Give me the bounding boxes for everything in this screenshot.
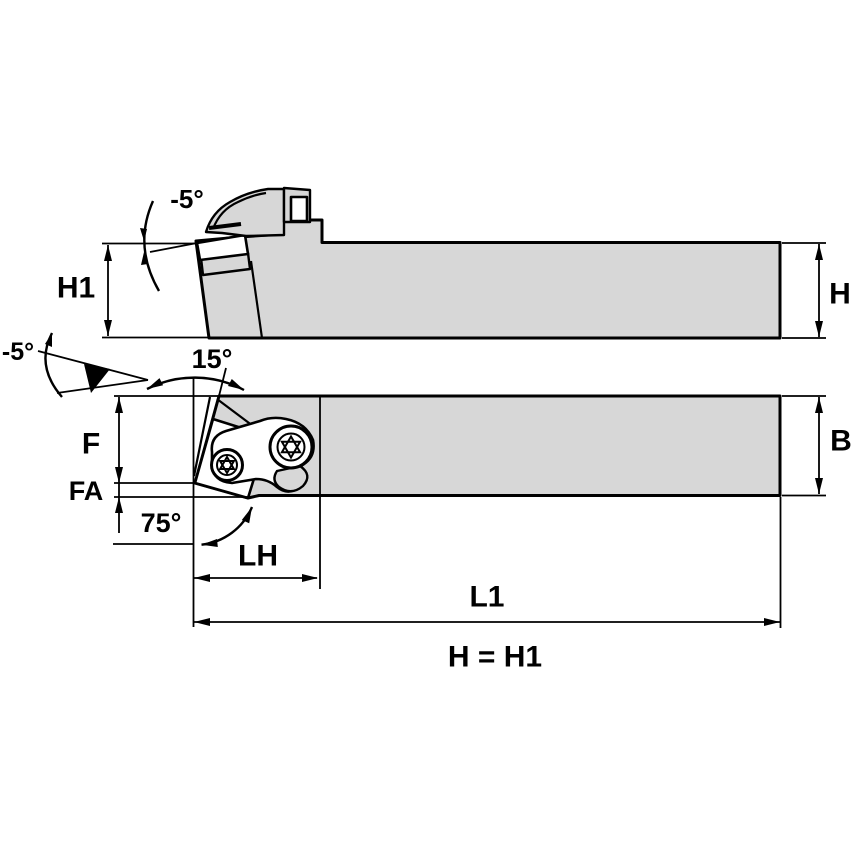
arrowhead xyxy=(45,333,52,347)
dim-f-fa: F FA xyxy=(69,395,252,533)
arrowhead xyxy=(104,320,112,336)
side-rake-line-lower xyxy=(56,379,149,394)
dim-b: B xyxy=(782,395,852,497)
h1-label: H1 xyxy=(57,272,95,305)
arrowhead xyxy=(140,228,147,241)
insert-screw-icon xyxy=(210,448,244,482)
lead-angle-label: 75° xyxy=(141,508,182,538)
angle-lead: 75° xyxy=(113,506,254,547)
arrowhead xyxy=(115,497,123,513)
lh-label: LH xyxy=(238,540,278,573)
side-rake-wedge xyxy=(84,364,110,393)
dim-h: H xyxy=(782,242,851,339)
side-view-clamp-detail-line xyxy=(211,191,267,230)
side-view-insert xyxy=(195,233,250,262)
dim-l1: L1 xyxy=(194,497,782,628)
l1-label: L1 xyxy=(469,581,504,614)
shear-angle-label: 15° xyxy=(192,344,233,374)
angle-back-rake: -5° xyxy=(140,184,204,292)
side-view-clamp xyxy=(204,187,286,238)
side-view-body xyxy=(194,218,782,340)
angle-side-rake: -5° xyxy=(2,332,149,398)
arrowhead xyxy=(115,467,123,483)
insert-edge-extension xyxy=(149,242,198,253)
arrowhead xyxy=(241,507,252,524)
arrowhead xyxy=(815,244,823,260)
plan-view-lead-inner-line xyxy=(192,396,212,477)
side-view: H1 H -5° xyxy=(57,184,851,340)
h-label: H xyxy=(829,278,851,311)
arrowhead xyxy=(815,397,823,413)
arrowhead xyxy=(141,252,148,265)
arrowhead xyxy=(764,618,780,626)
arrowhead xyxy=(201,539,218,547)
arrowhead xyxy=(228,379,244,390)
side-view-clamp-nose-line xyxy=(208,222,242,230)
arrowhead xyxy=(194,618,210,626)
equation-note: H = H1 xyxy=(448,641,542,674)
dim-h1: H1 xyxy=(57,242,210,339)
arrowhead xyxy=(104,245,112,261)
b-label: B xyxy=(830,425,852,458)
plan-view: 15° -5° F FA 75° xyxy=(2,332,852,628)
arrowhead xyxy=(115,397,123,413)
arrowhead xyxy=(815,478,823,494)
plan-view-clamp-lobe xyxy=(273,464,309,493)
clamp-screw-icon xyxy=(268,424,314,470)
side-view-pocket-line xyxy=(249,260,264,339)
side-rake-label: -5° xyxy=(2,338,34,366)
dim-lh: LH xyxy=(194,397,321,589)
arrowhead xyxy=(302,574,318,582)
arrowhead xyxy=(194,574,210,582)
arrowhead xyxy=(815,321,823,337)
angle-shear: 15° xyxy=(146,344,245,627)
f-label: F xyxy=(82,428,100,461)
side-rake-line-upper xyxy=(37,350,149,381)
fa-label: FA xyxy=(69,476,104,506)
back-rake-arc xyxy=(143,200,161,292)
arrowhead xyxy=(147,378,164,389)
side-view-clamp-screw-inner xyxy=(289,195,309,223)
back-rake-label: -5° xyxy=(170,184,204,214)
